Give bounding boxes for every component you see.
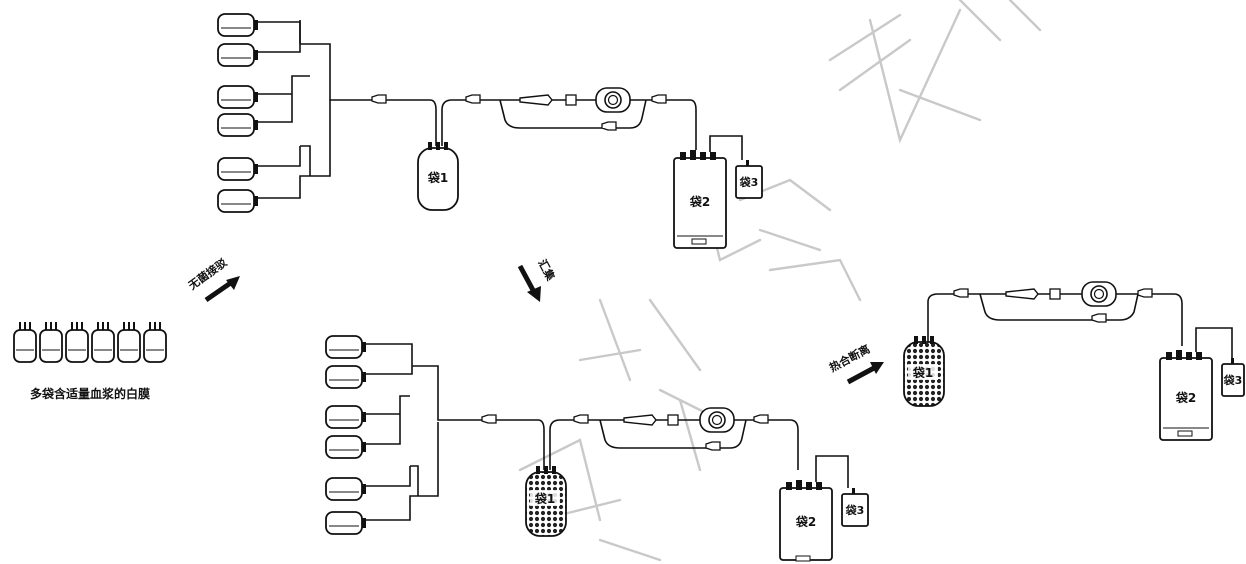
right-kit: 袋1 袋2 袋3	[904, 282, 1244, 440]
bag3-label-right: 袋3	[1223, 373, 1243, 387]
bag1-label-middle: 袋1	[534, 491, 555, 506]
bag1-label: 袋1	[427, 170, 448, 185]
middle-kit: 袋1 袋2 袋3	[326, 336, 868, 561]
bag2-label: 袋2	[689, 194, 710, 209]
arrow-step3: 热合断离	[827, 342, 884, 382]
buffy-coat-bags: 多袋含适量血浆的白膜	[14, 322, 166, 401]
caption-text: 多袋含适量血浆的白膜	[30, 386, 150, 401]
bag1-label-right: 袋1	[912, 365, 933, 380]
step3-label: 热合断离	[827, 342, 872, 375]
arrow-step1: 无菌接驳	[185, 255, 240, 300]
step2-label: 汇集	[535, 257, 558, 284]
bag2-label-right: 袋2	[1175, 390, 1196, 405]
top-kit: 袋1 袋2 袋3	[218, 14, 762, 248]
bag3-label-middle: 袋3	[845, 503, 865, 517]
bag2-label-middle: 袋2	[795, 514, 816, 529]
watermark	[520, 0, 1040, 560]
bag3-label: 袋3	[739, 175, 759, 189]
arrow-step2: 汇集	[520, 257, 559, 302]
